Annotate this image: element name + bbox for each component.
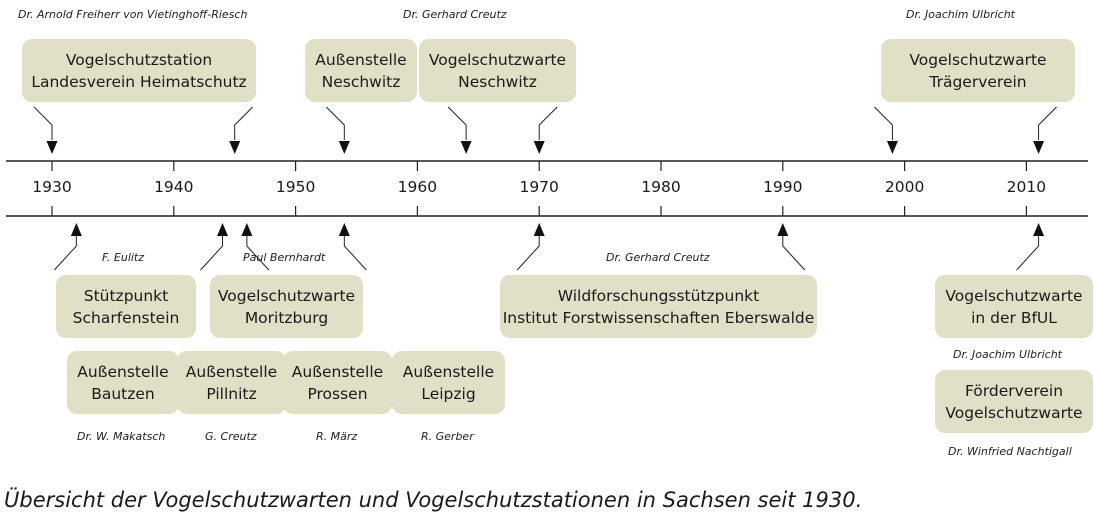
person-label: Dr. Gerhard Creutz [403, 8, 507, 21]
year-label: 1980 [641, 178, 681, 196]
station-box: Wildforschungsstützpunkt Institut Forstw… [500, 275, 817, 338]
arrow-head-up [338, 223, 350, 236]
year-label: 2000 [884, 178, 925, 196]
arrow-head-down [338, 141, 350, 154]
person-label: Paul Bernhardt [243, 251, 326, 264]
arrow-head-down [533, 141, 545, 154]
station-box: Vogelschutzwarte Trägerverein [881, 39, 1075, 102]
arrow-head-down [460, 141, 472, 154]
year-label: 1970 [519, 178, 559, 196]
year-label: 1950 [275, 178, 316, 196]
person-label: Dr. Joachim Ulbricht [953, 348, 1062, 361]
station-box: Stützpunkt Scharfenstein [56, 275, 196, 338]
arrow-head-down [229, 141, 241, 154]
station-box: Außenstelle Leipzig [392, 351, 505, 414]
station-box: Außenstelle Bautzen [67, 351, 179, 414]
arrow-head-up [70, 223, 82, 236]
arrow-head-down [1033, 141, 1045, 154]
person-label: Dr. Arnold Freiherr von Vietinghoff-Ries… [18, 8, 248, 21]
person-label: Dr. Winfried Nachtigall [948, 445, 1072, 458]
person-label: Dr. W. Makatsch [77, 430, 166, 443]
arrow-connector [246, 245, 270, 271]
arrow-head-up [217, 223, 229, 236]
station-box: Vogelschutzwarte Moritzburg [210, 275, 363, 338]
station-box: Förderverein Vogelschutzwarte [935, 370, 1093, 433]
arrow-head-up [241, 223, 253, 236]
person-label: Dr. Joachim Ulbricht [906, 8, 1015, 21]
station-box: Außenstelle Prossen [283, 351, 392, 414]
person-label: R. Gerber [421, 430, 474, 443]
arrow-connector [325, 106, 345, 126]
person-label: Dr. Gerhard Creutz [606, 251, 710, 264]
arrow-connector [234, 106, 254, 126]
arrow-connector [53, 245, 77, 271]
year-label: 1930 [32, 178, 72, 196]
arrow-connector [343, 245, 367, 271]
arrow-connector [538, 106, 558, 126]
arrow-connector [1038, 106, 1057, 126]
person-label: G. Creutz [205, 430, 257, 443]
arrow-head-up [1033, 223, 1045, 236]
arrow-head-up [533, 223, 545, 236]
arrow-connector [874, 106, 893, 126]
arrow-connector [447, 106, 467, 126]
year-label: 2010 [1006, 178, 1047, 196]
year-label: 1990 [763, 178, 803, 196]
station-box: Vogelschutzwarte in der BfUL [935, 275, 1093, 338]
arrow-connector [782, 245, 806, 271]
station-box: Außenstelle Neschwitz [305, 39, 417, 102]
arrow-head-down [46, 141, 58, 154]
station-box: Außenstelle Pillnitz [177, 351, 286, 414]
arrow-head-down [886, 141, 898, 154]
arrow-connector [516, 245, 540, 271]
arrow-connector [200, 245, 223, 271]
station-box: Vogelschutzstation Landesverein Heimatsc… [22, 39, 256, 102]
person-label: R. März [316, 430, 358, 443]
arrow-connector [33, 106, 53, 126]
arrow-connector [1016, 245, 1039, 271]
figure-caption: Übersicht der Vogelschutzwarten und Voge… [4, 488, 863, 512]
arrow-head-up [777, 223, 789, 236]
station-box: Vogelschutzwarte Neschwitz [419, 39, 576, 102]
person-label: F. Eulitz [102, 251, 145, 264]
year-label: 1940 [154, 178, 194, 196]
year-label: 1960 [397, 178, 438, 196]
